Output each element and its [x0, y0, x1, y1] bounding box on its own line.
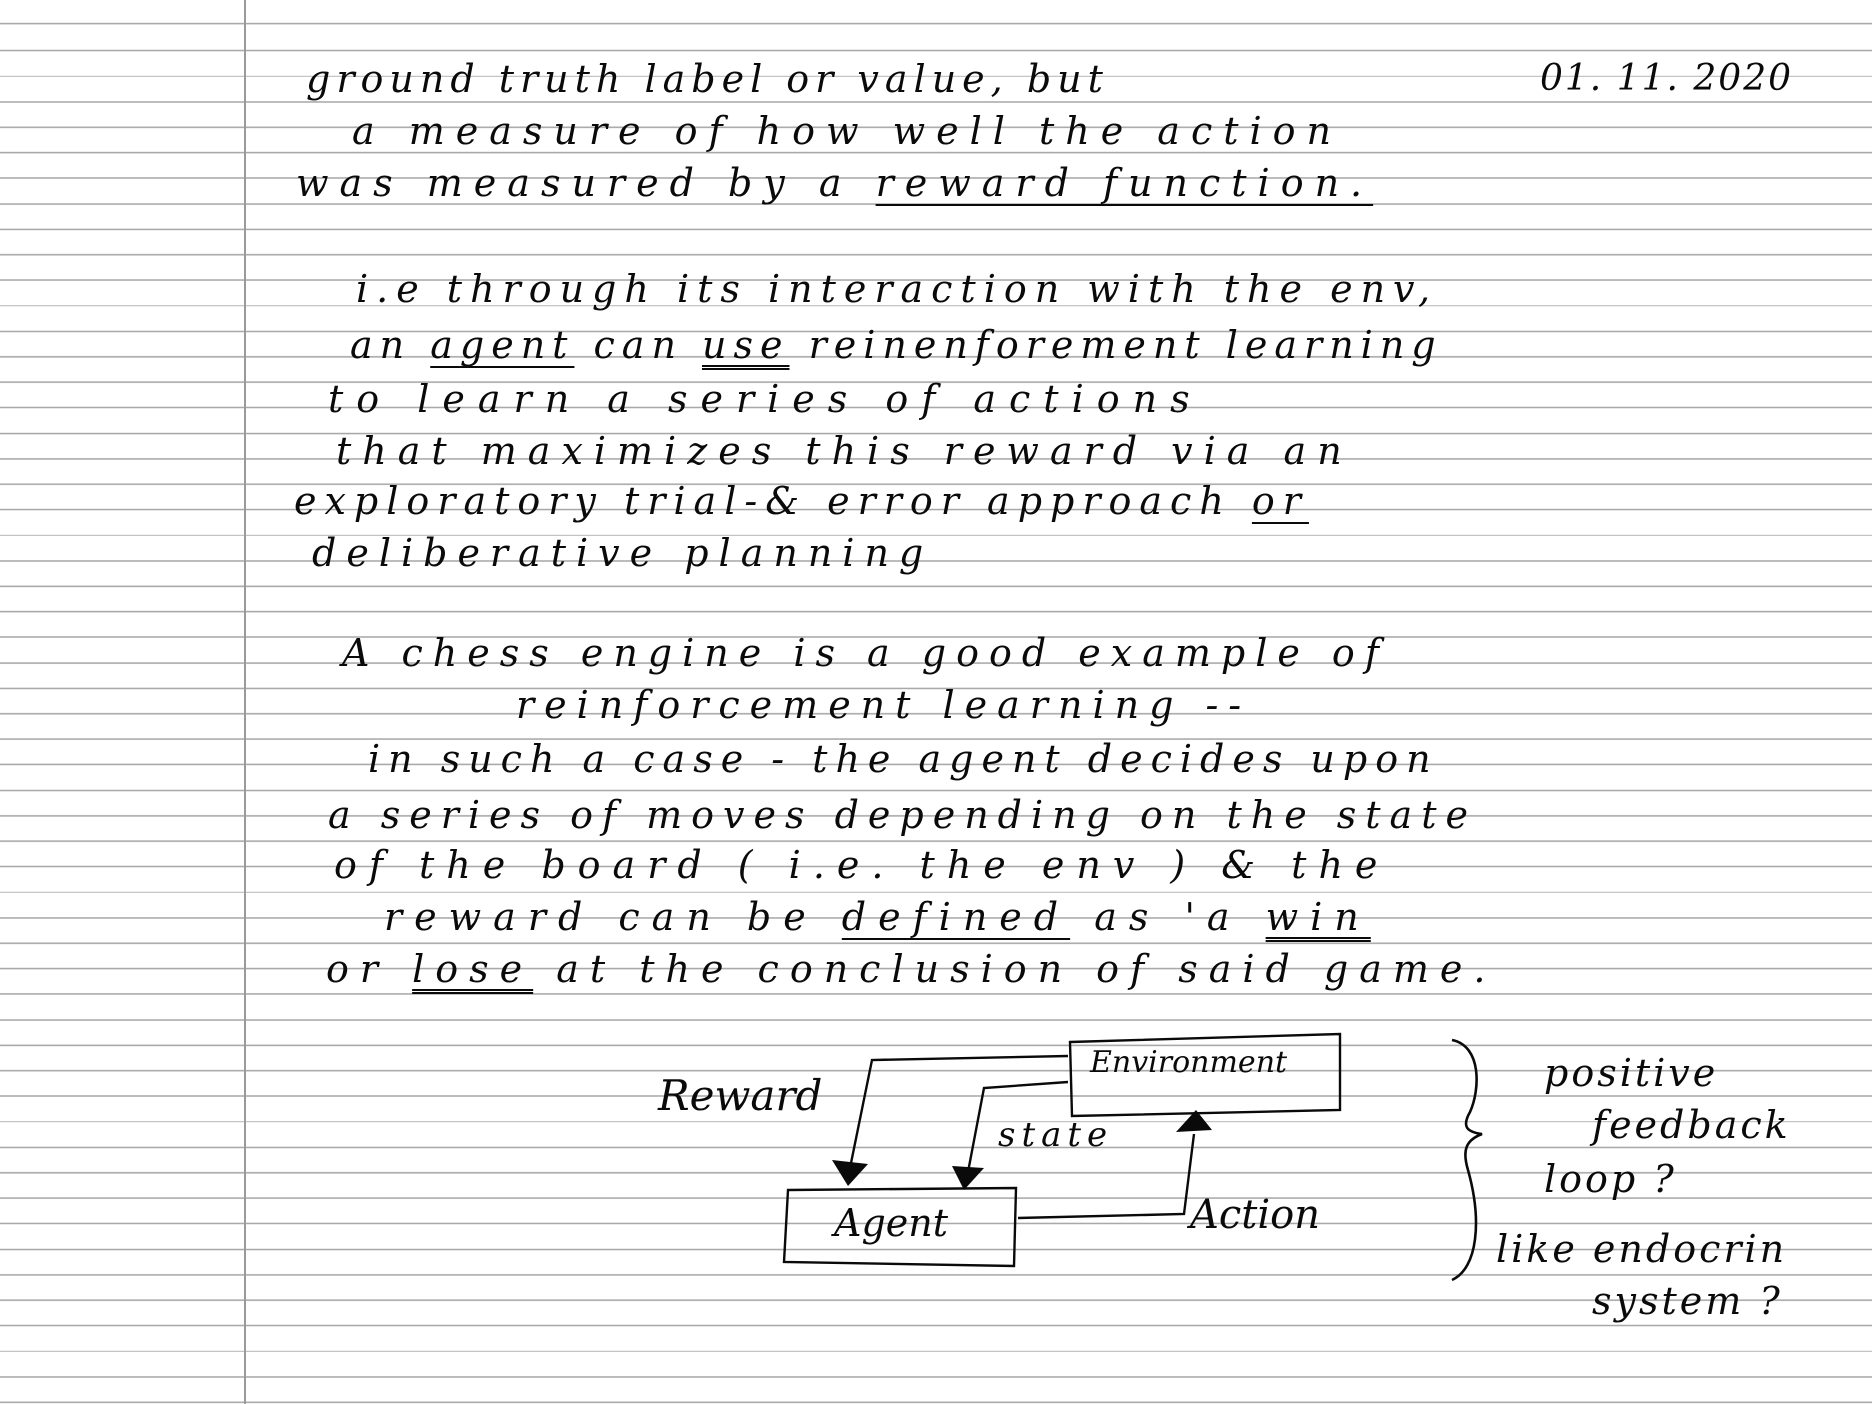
- note-line: of the board ( i.e. the env ) & the: [334, 846, 1389, 884]
- underlined-term: win: [1265, 895, 1371, 939]
- note-text: at the conclusion of said game.: [533, 947, 1497, 991]
- reward-label: Reward: [657, 1071, 822, 1120]
- note-text: as 'a: [1070, 895, 1266, 939]
- note-text: i.e through its interaction with the env…: [356, 267, 1439, 311]
- underlined-term: reward function.: [875, 161, 1374, 205]
- note-text: that maximizes this reward via an: [336, 429, 1353, 473]
- note-line: a measure of how well the action: [352, 112, 1342, 150]
- note-text: ground truth label or value, but: [306, 57, 1109, 101]
- note-text: or: [326, 947, 413, 991]
- note-text: in such a case - the agent decides upon: [368, 737, 1439, 781]
- environment-label: Environment: [1089, 1045, 1288, 1080]
- note-line: was measured by a reward function.: [296, 164, 1373, 202]
- note-line: an agent can use reinenforement learning: [350, 326, 1443, 364]
- agent-box: [782, 1186, 1018, 1268]
- note-line: i.e through its interaction with the env…: [356, 270, 1438, 308]
- note-line: reward can be defined as 'a win: [384, 898, 1371, 936]
- note-text: A chess engine is a good example of: [342, 631, 1389, 675]
- note-line: deliberative planning: [312, 534, 933, 572]
- note-line: ground truth label or value, but: [306, 60, 1109, 98]
- curly-brace: [1451, 1038, 1483, 1282]
- side-note-line-5: system ?: [1592, 1279, 1783, 1323]
- note-date: 01. 11. 2020: [1540, 58, 1794, 99]
- note-line: to learn a series of actions: [328, 380, 1203, 418]
- action-arrowhead: [1176, 1110, 1212, 1132]
- underlined-term: defined: [841, 895, 1071, 939]
- note-line: exploratory trial-& error approach or: [294, 482, 1309, 520]
- note-text: a series of moves depending on the state: [328, 793, 1477, 837]
- underlined-term: or: [1251, 479, 1309, 523]
- note-line: A chess engine is a good example of: [342, 634, 1389, 672]
- page-margin-line: [244, 0, 246, 1404]
- side-note-line-4: like endocrin: [1496, 1227, 1787, 1271]
- action-label: Action: [1186, 1192, 1320, 1238]
- state-arrow: [966, 1080, 1069, 1173]
- agent-label: Agent: [831, 1201, 949, 1245]
- action-arrow: [1017, 1133, 1196, 1220]
- note-text: can: [574, 323, 703, 367]
- note-line: that maximizes this reward via an: [336, 432, 1353, 470]
- note-text: exploratory trial-& error approach: [294, 479, 1252, 523]
- note-line: reinforcement learning --: [516, 686, 1251, 724]
- reward-arrow: [848, 1054, 1069, 1169]
- note-text: reinforcement learning --: [516, 683, 1252, 727]
- note-text: a measure of how well the action: [352, 109, 1343, 153]
- side-note-line-1: positive: [1544, 1051, 1718, 1095]
- note-text: deliberative planning: [312, 531, 934, 575]
- note-text: of the board ( i.e. the env ) & the: [334, 843, 1390, 887]
- underlined-term: lose: [412, 947, 534, 991]
- note-text: an: [350, 323, 431, 367]
- reward-arrowhead: [832, 1160, 868, 1186]
- note-text: reinenforement learning: [789, 323, 1443, 367]
- underlined-term: agent: [430, 323, 575, 367]
- side-note-line-2: feedback: [1589, 1103, 1791, 1147]
- underlined-term: use: [702, 323, 790, 367]
- environment-box: [1068, 1032, 1342, 1118]
- note-text: to learn a series of actions: [328, 377, 1203, 421]
- state-arrowhead: [952, 1166, 984, 1190]
- state-label: state: [998, 1115, 1113, 1155]
- note-line: a series of moves depending on the state: [328, 796, 1477, 834]
- note-text: was measured by a: [296, 161, 876, 205]
- note-text: reward can be: [384, 895, 842, 939]
- note-line: or lose at the conclusion of said game.: [326, 950, 1497, 988]
- side-note-line-3: loop ?: [1544, 1157, 1677, 1201]
- note-line: in such a case - the agent decides upon: [368, 740, 1439, 778]
